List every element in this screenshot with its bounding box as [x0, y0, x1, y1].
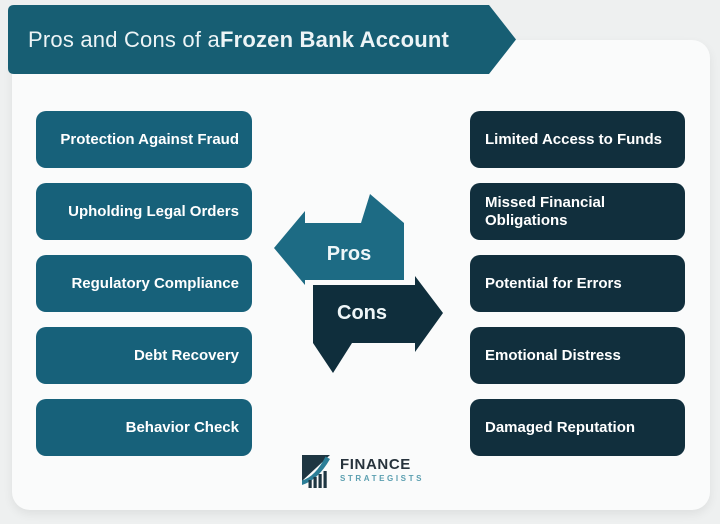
cons-item-2: Missed Financial Obligations — [470, 183, 685, 240]
pros-item-1: Protection Against Fraud — [36, 111, 252, 168]
cons-column: Limited Access to Funds Missed Financial… — [470, 111, 685, 456]
pros-item-5: Behavior Check — [36, 399, 252, 456]
brand-subtitle: STRATEGISTS — [340, 474, 425, 483]
brand-text: FINANCE STRATEGISTS — [340, 452, 424, 483]
title-banner — [8, 5, 516, 74]
title-banner-shape — [8, 5, 516, 74]
logo-swoosh-shape — [302, 456, 330, 485]
page-title-regular: Pros and Cons of a — [28, 26, 220, 52]
pros-item-3: Regulatory Compliance — [36, 255, 252, 312]
cons-item-3: Potential for Errors — [470, 255, 685, 312]
brand-footer: FINANCE STRATEGISTS — [299, 452, 424, 488]
pros-item-2: Upholding Legal Orders — [36, 183, 252, 240]
finance-strategists-logo-icon — [302, 455, 330, 488]
logo-bar-chart-shape — [308, 471, 327, 488]
page-title: Pros and Cons of a Frozen Bank Account — [28, 5, 449, 74]
page-title-bold: Frozen Bank Account — [219, 26, 450, 52]
pros-column: Protection Against Fraud Upholding Legal… — [36, 111, 252, 456]
cons-item-5: Damaged Reputation — [470, 399, 685, 456]
cons-item-4: Emotional Distress — [470, 327, 685, 384]
brand-name: FINANCE — [340, 456, 411, 473]
cons-item-1: Limited Access to Funds — [470, 111, 685, 168]
pros-item-4: Debt Recovery — [36, 327, 252, 384]
